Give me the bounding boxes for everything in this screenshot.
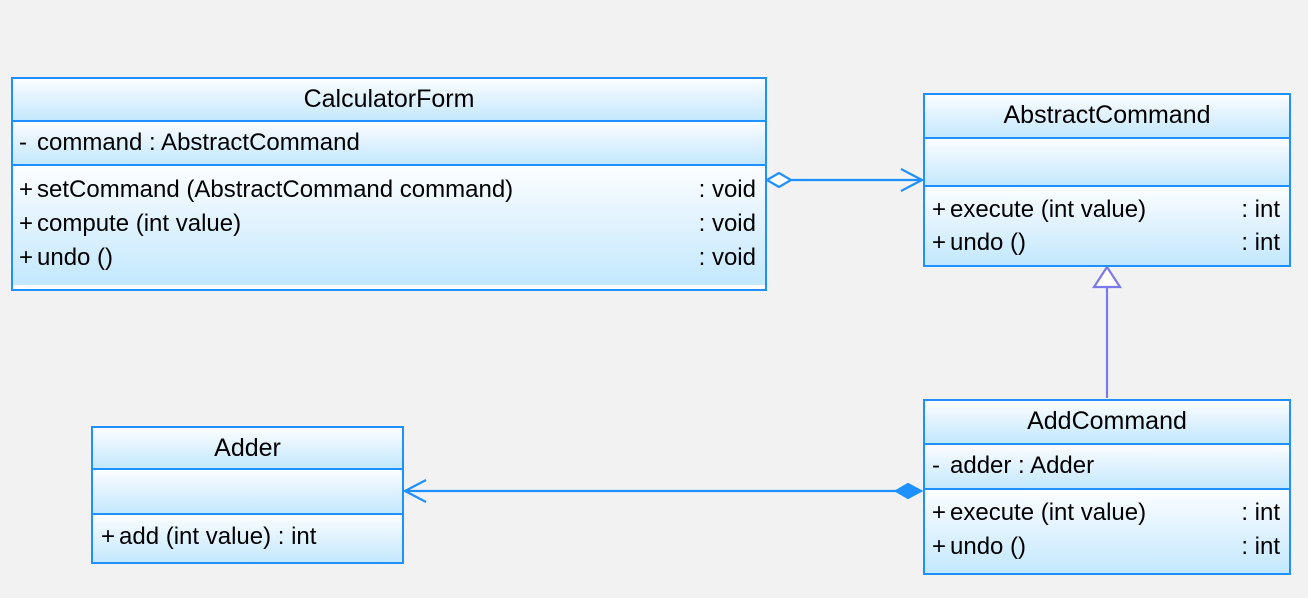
visibility-marker: + (932, 499, 947, 526)
operation-signature: undo () (950, 229, 1027, 256)
open-arrow-icon (402, 479, 427, 503)
operation-signature: execute (int value) (950, 196, 1147, 223)
open-arrow-icon (900, 168, 925, 192)
class-box-calculator-form[interactable]: CalculatorForm - command : AbstractComma… (11, 77, 767, 291)
class-name-label: AbstractCommand (1003, 101, 1211, 129)
composition-edge-addcommand-adder[interactable] (402, 479, 924, 503)
operation-signature: setCommand (AbstractCommand command) (37, 176, 514, 203)
aggregation-edge-calculatorform-abstractcommand[interactable] (764, 168, 925, 192)
generalization-edge-addcommand-abstractcommand[interactable] (1091, 264, 1123, 398)
visibility-marker: - (19, 129, 27, 156)
operation-return-type: : void (698, 176, 756, 203)
class-name-compartment: Adder (93, 428, 402, 470)
operation-row: + setCommand (AbstractCommand command) :… (13, 166, 765, 202)
class-name-label: CalculatorForm (303, 85, 475, 113)
visibility-marker: + (19, 244, 34, 271)
attributes-compartment: - adder : Adder (925, 445, 1289, 490)
class-box-adder[interactable]: Adder + add (int value) : int (91, 426, 404, 564)
operation-signature: add (int value) : int (119, 523, 317, 550)
attributes-compartment: - command : AbstractCommand (13, 122, 765, 166)
operation-row: + execute (int value) : int (925, 187, 1289, 222)
operations-compartment: + setCommand (AbstractCommand command) :… (13, 166, 765, 285)
class-name-label: AddCommand (1027, 407, 1187, 435)
operation-row: + undo () : int (925, 222, 1289, 255)
operation-return-type: : int (1241, 229, 1280, 256)
operation-return-type: : int (1241, 533, 1280, 560)
operation-return-type: : void (698, 244, 756, 271)
class-name-compartment: AddCommand (925, 401, 1289, 445)
attribute-signature: adder : Adder (950, 452, 1095, 479)
attribute-row: - adder : Adder (925, 445, 1289, 478)
operations-compartment: + execute (int value) : int + undo () : … (925, 187, 1289, 265)
filled-diamond-icon (893, 482, 924, 500)
operation-return-type: : void (698, 210, 756, 237)
visibility-marker: + (101, 523, 116, 550)
visibility-marker: + (932, 196, 947, 223)
class-name-compartment: AbstractCommand (925, 95, 1289, 139)
operation-row: + undo () : void (13, 236, 765, 270)
operation-signature: execute (int value) (950, 499, 1147, 526)
attribute-signature: command : AbstractCommand (37, 129, 360, 156)
attributes-compartment (93, 470, 402, 515)
visibility-marker: + (19, 210, 34, 237)
operation-signature: compute (int value) (37, 210, 242, 237)
class-box-add-command[interactable]: AddCommand - adder : Adder + execute (in… (923, 399, 1291, 575)
operation-return-type: : int (1241, 196, 1280, 223)
visibility-marker: + (19, 176, 34, 203)
attribute-row: - command : AbstractCommand (13, 122, 765, 155)
operation-signature: undo () (37, 244, 114, 271)
operations-compartment: + add (int value) : int (93, 515, 402, 562)
operation-signature: undo () (950, 533, 1027, 560)
operation-row: + compute (int value) : void (13, 202, 765, 236)
hollow-triangle-icon (1091, 264, 1123, 289)
operation-row: + execute (int value) : int (925, 490, 1289, 525)
class-box-abstract-command[interactable]: AbstractCommand + execute (int value) : … (923, 93, 1291, 267)
visibility-marker: - (932, 452, 940, 479)
class-name-compartment: CalculatorForm (13, 79, 765, 122)
operation-row: + add (int value) : int (93, 515, 402, 549)
visibility-marker: + (932, 533, 947, 560)
hollow-diamond-icon (764, 171, 794, 189)
visibility-marker: + (932, 229, 947, 256)
attributes-compartment (925, 139, 1289, 187)
class-name-label: Adder (214, 434, 281, 462)
operation-return-type: : int (1241, 499, 1280, 526)
operation-row: + undo () : int (925, 525, 1289, 559)
operations-compartment: + execute (int value) : int + undo () : … (925, 490, 1289, 573)
